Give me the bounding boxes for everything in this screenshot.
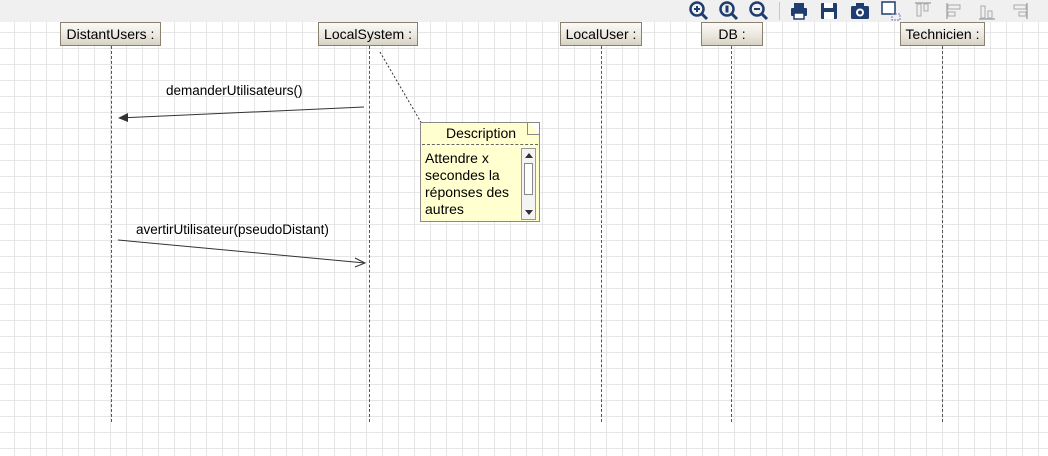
lifeline-distantusers — [111, 46, 112, 422]
description-note[interactable]: Description Attendre x secondes la répon… — [420, 122, 540, 222]
save-icon[interactable] — [816, 0, 842, 22]
lifeline-localsystem — [369, 46, 370, 422]
message-label-avertirutilisateur[interactable]: avertirUtilisateur(pseudoDistant) — [136, 222, 329, 237]
lifeline-head-localuser[interactable]: LocalUser : — [560, 22, 642, 46]
note-connector — [379, 51, 423, 125]
align-bottom-icon[interactable] — [974, 0, 1000, 22]
toolbar-separator — [779, 2, 780, 20]
align-right-icon[interactable] — [1006, 0, 1032, 22]
lifeline-head-technicien[interactable]: Technicien : — [900, 22, 985, 46]
lifeline-head-db[interactable]: DB : — [701, 22, 763, 46]
note-fold-cut — [528, 123, 539, 134]
note-title: Description — [445, 125, 517, 141]
lifeline-head-localsystem[interactable]: LocalSystem : — [318, 22, 418, 46]
zoom-out-icon[interactable] — [746, 0, 772, 22]
align-top-icon[interactable] — [910, 0, 936, 22]
note-scrollbar[interactable] — [521, 148, 536, 220]
diagram-connectors — [117, 51, 423, 268]
lifeline-technicien — [942, 46, 943, 422]
lifeline-db — [731, 46, 732, 422]
scroll-down-icon[interactable] — [525, 210, 533, 215]
message-arrow-demanderutilisateurs[interactable] — [118, 106, 365, 119]
lifeline-head-distantusers[interactable]: DistantUsers : — [60, 22, 161, 46]
message-label-demanderutilisateurs[interactable]: demanderUtilisateurs() — [166, 83, 303, 98]
note-divider — [422, 144, 538, 145]
lifeline-localuser — [601, 46, 602, 422]
scroll-up-icon[interactable] — [525, 153, 533, 158]
diagram-canvas[interactable]: DistantUsers : LocalSystem : LocalUser :… — [0, 22, 1048, 456]
select-region-icon[interactable] — [878, 0, 904, 22]
scroll-thumb[interactable] — [524, 163, 533, 195]
message-arrow-avertirutilisateur[interactable] — [117, 239, 366, 264]
zoom-fit-icon[interactable] — [716, 0, 742, 22]
toolbar — [0, 0, 1048, 22]
note-text[interactable]: Attendre x secondes la réponses des autr… — [425, 150, 510, 217]
print-icon[interactable] — [786, 0, 812, 22]
zoom-in-icon[interactable] — [686, 0, 712, 22]
camera-icon[interactable] — [847, 0, 873, 22]
message-arrowhead-filled — [118, 113, 128, 122]
message-arrowhead-open — [354, 257, 367, 268]
align-left-icon[interactable] — [942, 0, 968, 22]
